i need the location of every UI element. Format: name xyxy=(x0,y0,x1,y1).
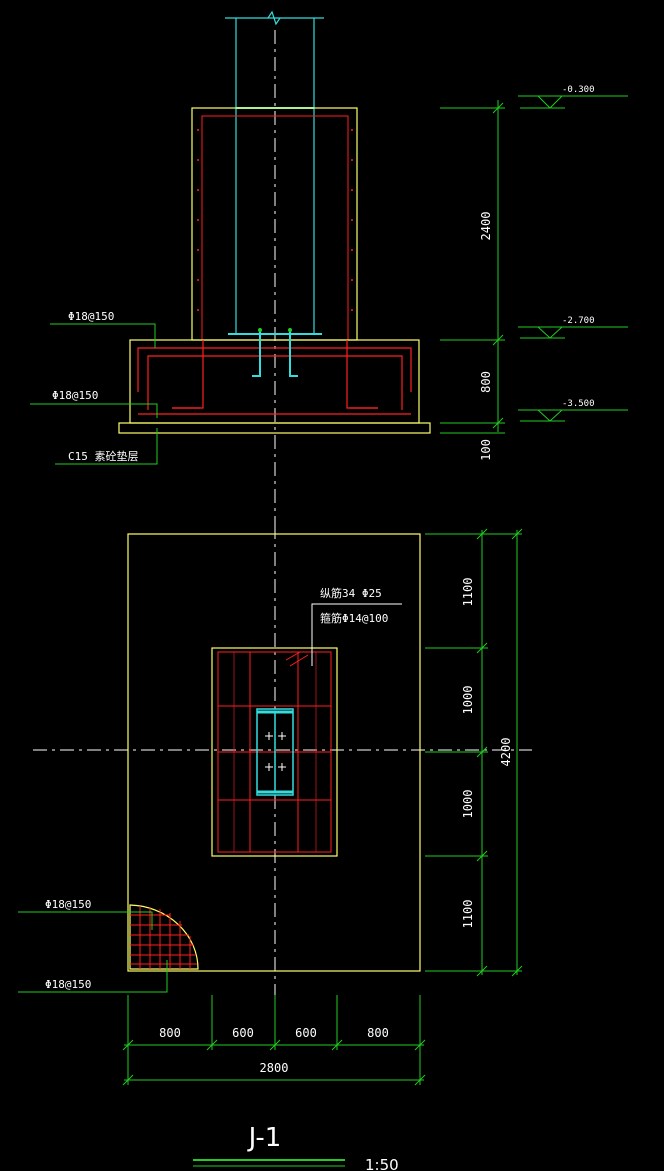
drawing-title: J-1 1:50 xyxy=(193,1123,399,1171)
rebar-label-bottom: Φ18@150 xyxy=(52,389,98,402)
plan-dim-total-width: 2800 xyxy=(260,1061,289,1075)
cushion-outline xyxy=(118,422,431,434)
section-dim-line xyxy=(440,100,505,434)
plan-pier-outline xyxy=(211,647,338,857)
elevation-mid: -2.700 xyxy=(562,316,595,326)
longitudinal-rebar-label: 纵筋34 Φ25 xyxy=(320,586,382,600)
plan-dim-800-left: 800 xyxy=(159,1026,181,1040)
plan-dim-600-left: 600 xyxy=(232,1026,254,1040)
dim-800: 800 xyxy=(479,371,493,393)
plan-dim-total-height: 4200 xyxy=(499,738,513,767)
elevation-top: -0.300 xyxy=(562,85,595,95)
plan-bottom-dims xyxy=(122,995,426,1086)
section-view: Φ18@150 Φ18@150 C15 素砼垫层 2400 800 100 xyxy=(30,10,628,525)
plan-dim-1100-bottom: 1100 xyxy=(461,900,475,929)
pier-rebar-dots xyxy=(197,129,353,311)
title-scale: 1:50 xyxy=(365,1156,399,1171)
plan-dim-1000-lower: 1000 xyxy=(461,790,475,819)
plan-view: 纵筋34 Φ25 箍筋Φ14@100 Φ18@ xyxy=(18,525,532,1086)
stirrup-label: 箍筋Φ14@100 xyxy=(320,611,388,625)
dim-2400: 2400 xyxy=(479,212,493,241)
cushion-label: C15 素砼垫层 xyxy=(68,449,139,463)
title-name: J-1 xyxy=(247,1123,282,1153)
plan-column xyxy=(256,708,294,796)
column-label-leader xyxy=(311,603,402,666)
rebar-label-top: Φ18@150 xyxy=(68,310,114,323)
corner-label-top: Φ18@150 xyxy=(45,898,91,911)
footing-rebar xyxy=(137,340,412,415)
plan-dim-600-right: 600 xyxy=(295,1026,317,1040)
plan-dim-1100-top: 1100 xyxy=(461,578,475,607)
anchor-bolts xyxy=(252,328,298,377)
dim-100: 100 xyxy=(479,439,493,461)
elevation-bottom: -3.500 xyxy=(562,399,595,409)
corner-label-bottom: Φ18@150 xyxy=(45,978,91,991)
plan-right-dims xyxy=(425,528,523,977)
plan-dim-800-right: 800 xyxy=(367,1026,389,1040)
elevation-markers xyxy=(518,95,628,422)
corner-rebar-hatch xyxy=(129,904,199,970)
plan-dim-1000-upper: 1000 xyxy=(461,686,475,715)
corner-leaders xyxy=(18,911,168,993)
section-leaders xyxy=(30,323,158,465)
plan-footing-outline xyxy=(127,533,421,972)
